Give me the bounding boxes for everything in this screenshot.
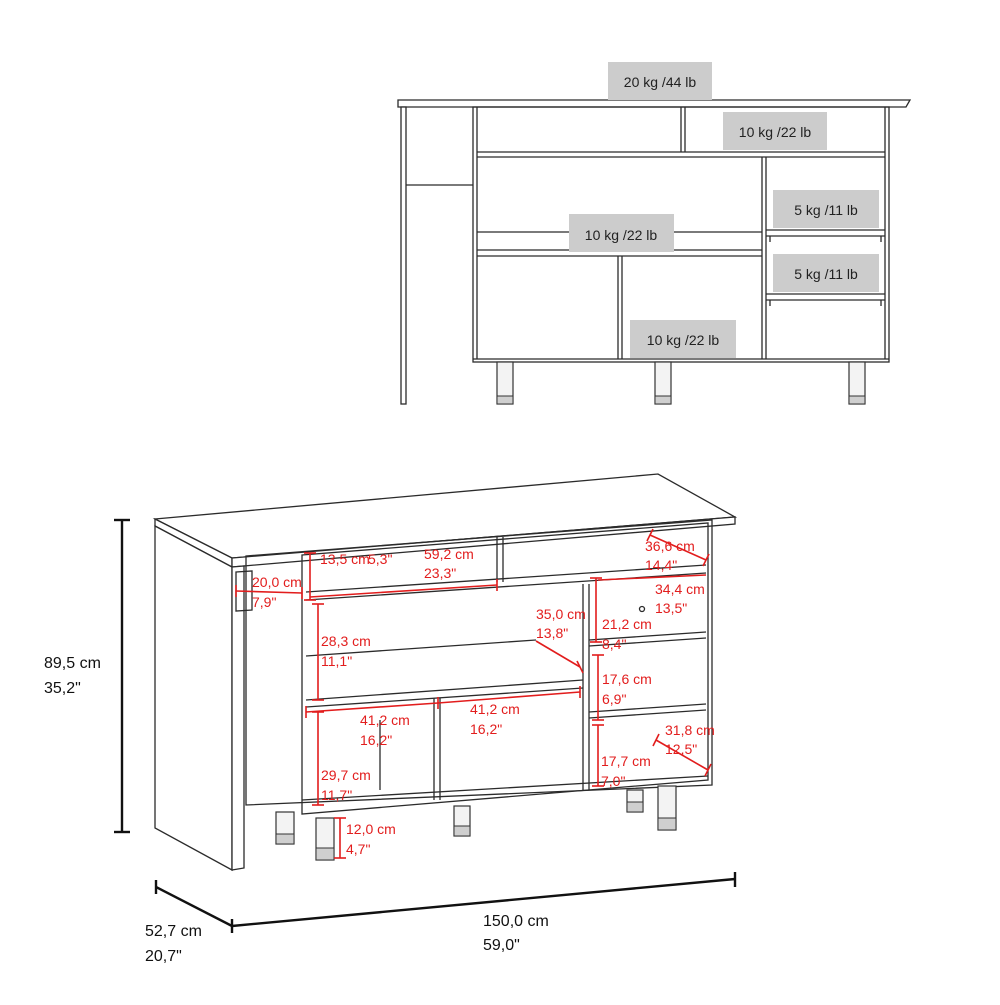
- svg-text:41,2 cm: 41,2 cm: [470, 701, 520, 717]
- load-badge-upper-right: 10 kg /22 lb: [723, 112, 827, 150]
- dim-right-middle-height: 17,6 cm 6,9": [592, 654, 652, 721]
- svg-text:59,0": 59,0": [483, 937, 520, 954]
- svg-text:23,3": 23,3": [424, 565, 456, 581]
- dim-right-top-height: 34,4 cm 13,5": [590, 574, 707, 643]
- dim-top-right-width: 36,6 cm 14,4": [645, 528, 710, 573]
- dim-middle-shelf-depth: 35,0 cm 13,8": [535, 606, 586, 674]
- front-view: 20 kg /44 lb 10 kg /22 lb 5 kg /11 lb 5 …: [397, 62, 912, 405]
- load-badge-right-lower: 5 kg /11 lb: [773, 254, 879, 292]
- svg-text:34,4 cm: 34,4 cm: [655, 581, 705, 597]
- svg-text:13,5": 13,5": [655, 600, 687, 616]
- height-dimension: 89,5 cm 35,2": [44, 518, 130, 834]
- svg-text:12,5": 12,5": [665, 741, 697, 757]
- svg-text:10 kg /22 lb: 10 kg /22 lb: [585, 227, 658, 243]
- svg-text:20,7": 20,7": [145, 948, 182, 965]
- dim-right-bottom-depth: 31,8 cm 12,5": [652, 722, 715, 777]
- svg-text:13,5 cm: 13,5 cm: [320, 551, 370, 567]
- dim-lower-right-width: 41,2 cm 16,2": [437, 686, 581, 737]
- svg-text:36,6 cm: 36,6 cm: [645, 538, 695, 554]
- load-badge-middle: 10 kg /22 lb: [569, 214, 674, 252]
- svg-text:14,4": 14,4": [645, 557, 677, 573]
- dim-left-middle-height: 28,3 cm 11,1": [312, 603, 371, 701]
- perspective-view: 89,5 cm 35,2" 52,7 cm 20,7" 150,0 cm 59,…: [44, 473, 738, 965]
- svg-text:10 kg /22 lb: 10 kg /22 lb: [739, 124, 812, 140]
- cabinet-front: [245, 519, 713, 806]
- svg-text:16,2": 16,2": [470, 721, 502, 737]
- svg-text:11,7": 11,7": [321, 787, 352, 803]
- svg-text:16,2": 16,2": [360, 732, 392, 748]
- dim-lower-left-width: 41,2 cm 16,2": [305, 697, 439, 748]
- svg-text:17,6 cm: 17,6 cm: [602, 671, 652, 687]
- load-badge-bottom: 10 kg /22 lb: [630, 320, 736, 358]
- svg-text:17,7 cm: 17,7 cm: [601, 753, 651, 769]
- width-dimension: 150,0 cm 59,0": [231, 872, 737, 954]
- dim-top-compartment-height: 13,5 cm 5,3": [304, 551, 392, 601]
- dim-left-lower-height: 29,7 cm 11,7": [312, 711, 371, 806]
- svg-text:6,9": 6,9": [602, 691, 626, 707]
- dim-leg-height: 12,0 cm 4,7": [334, 817, 396, 859]
- dim-side-depth: 20,0 cm 7,9": [235, 574, 303, 610]
- svg-text:28,3 cm: 28,3 cm: [321, 633, 371, 649]
- dim-right-upper-shelf: 21,2 cm 8,4": [602, 616, 652, 652]
- svg-text:10 kg /22 lb: 10 kg /22 lb: [647, 332, 720, 348]
- load-badge-top: 20 kg /44 lb: [608, 62, 712, 100]
- svg-text:29,7 cm: 29,7 cm: [321, 767, 371, 783]
- load-badge-right-upper: 5 kg /11 lb: [773, 190, 879, 228]
- svg-text:12,0 cm: 12,0 cm: [346, 821, 396, 837]
- svg-text:11,1": 11,1": [321, 653, 352, 669]
- svg-text:35,2": 35,2": [44, 680, 81, 697]
- svg-text:52,7 cm: 52,7 cm: [145, 923, 202, 940]
- left-side-panel: [400, 106, 407, 405]
- svg-text:5 kg /11 lb: 5 kg /11 lb: [794, 266, 858, 282]
- svg-text:7,0": 7,0": [601, 773, 625, 789]
- svg-text:150,0 cm: 150,0 cm: [483, 913, 549, 930]
- svg-text:41,2 cm: 41,2 cm: [360, 712, 410, 728]
- svg-text:31,8 cm: 31,8 cm: [665, 722, 715, 738]
- svg-text:5 kg /11 lb: 5 kg /11 lb: [794, 202, 858, 218]
- svg-text:21,2 cm: 21,2 cm: [602, 616, 652, 632]
- dim-right-lower-height: 17,7 cm 7,0": [592, 724, 651, 789]
- svg-text:20 kg /44 lb: 20 kg /44 lb: [624, 74, 697, 90]
- dim-top-compartment-width: 59,2 cm 23,3": [309, 546, 498, 598]
- depth-dimension: 52,7 cm 20,7": [145, 880, 234, 965]
- side-panel: [154, 524, 233, 872]
- svg-text:4,7": 4,7": [346, 841, 370, 857]
- svg-text:89,5 cm: 89,5 cm: [44, 655, 101, 672]
- svg-text:7,9": 7,9": [252, 594, 276, 610]
- svg-text:13,8": 13,8": [536, 625, 568, 641]
- svg-text:59,2 cm: 59,2 cm: [424, 546, 474, 562]
- svg-text:20,0 cm: 20,0 cm: [252, 574, 302, 590]
- top-board: [397, 99, 912, 108]
- svg-text:8,4": 8,4": [602, 636, 626, 652]
- svg-text:5,3": 5,3": [368, 551, 392, 567]
- svg-text:35,0 cm: 35,0 cm: [536, 606, 586, 622]
